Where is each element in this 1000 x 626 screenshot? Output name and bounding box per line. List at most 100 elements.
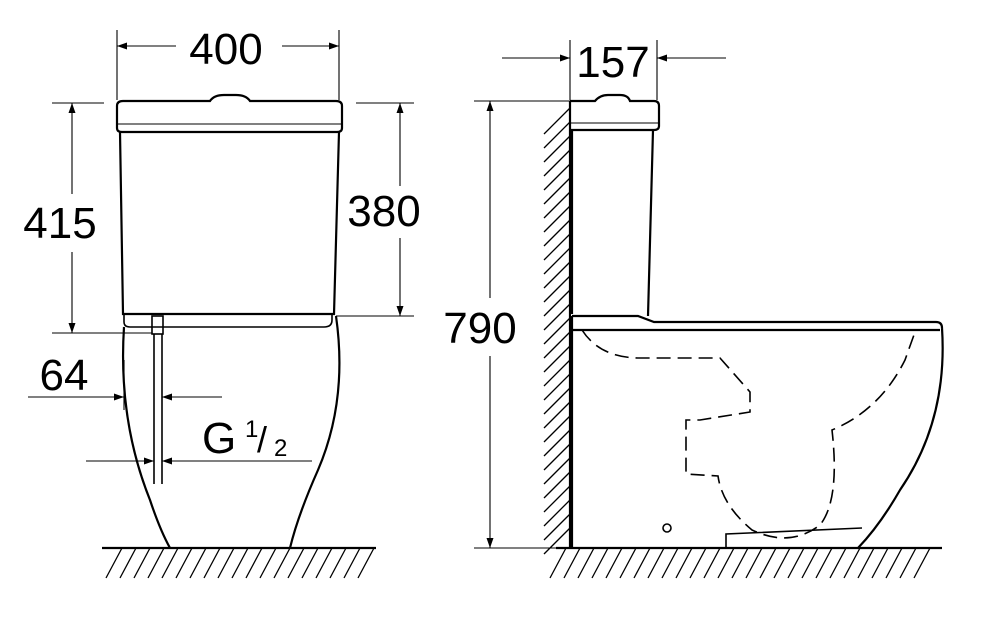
hatch-line: [661, 547, 679, 579]
side-foot: [725, 527, 863, 548]
dim-height-790: 790: [443, 100, 570, 549]
hatch-line: [189, 547, 207, 579]
hatch-line: [577, 547, 595, 579]
hatch-line: [543, 149, 571, 177]
side-seat: [570, 314, 944, 332]
hatch-line: [357, 547, 375, 579]
hatch-line: [689, 547, 707, 579]
hatch-line: [675, 547, 693, 579]
hatch-line: [543, 485, 571, 513]
thread-fraction-slash: /: [257, 419, 267, 460]
hatch-line: [231, 547, 249, 579]
dim-inlet-offset-text: 64: [40, 351, 89, 400]
hatch-line: [543, 331, 571, 359]
side-trap-dashed: [581, 329, 916, 539]
side-view: 157 790: [443, 38, 944, 579]
hatch-line: [543, 317, 571, 345]
hatch-line: [605, 547, 623, 579]
hatch-line: [543, 261, 571, 289]
hatch-line: [147, 547, 165, 579]
front-inlet-pipe: [151, 315, 164, 484]
hatch-line: [731, 547, 749, 579]
hatch-line: [119, 547, 137, 579]
front-seat: [123, 314, 333, 328]
hatch-line: [543, 443, 571, 471]
side-bowl: [570, 327, 944, 549]
hatch-line: [703, 547, 721, 579]
hatch-line: [543, 121, 571, 149]
side-vent-hole: [662, 523, 672, 533]
hatch-line: [175, 547, 193, 579]
hatch-line: [343, 547, 361, 579]
hatch-line: [543, 457, 571, 485]
hatch-line: [259, 547, 277, 579]
hatch-line: [329, 547, 347, 579]
hatch-line: [543, 163, 571, 191]
hatch-line: [543, 177, 571, 205]
hatch-line: [543, 303, 571, 331]
dim-width-text: 400: [189, 25, 262, 74]
side-floor-hatch: [549, 546, 942, 579]
hatch-line: [543, 219, 571, 247]
hatch-line: [759, 547, 777, 579]
side-cistern-body: [570, 129, 655, 317]
dim-side-height-text: 790: [443, 304, 516, 353]
hatch-line: [543, 373, 571, 401]
front-floor-hatch: [102, 546, 376, 579]
hatch-line: [105, 547, 123, 579]
hatch-line: [543, 345, 571, 373]
hatch-line: [787, 547, 805, 579]
hatch-line: [745, 547, 763, 579]
front-cistern-lid: [115, 93, 344, 134]
hatch-line: [563, 547, 581, 579]
hatch-line: [245, 547, 263, 579]
hatch-line: [857, 547, 875, 579]
hatch-line: [717, 547, 735, 579]
hatch-line: [543, 415, 571, 443]
front-bowl: [121, 315, 341, 549]
front-cistern-body: [118, 131, 341, 316]
hatch-line: [543, 135, 571, 163]
hatch-line: [217, 547, 235, 579]
front-view: 400 415 380 64 G: [23, 25, 421, 579]
hatch-line: [543, 359, 571, 387]
hatch-line: [633, 547, 651, 579]
dim-depth-157: 157: [502, 38, 726, 100]
hatch-line: [287, 547, 305, 579]
dim-thread-g-half: G 1 / 2: [86, 414, 312, 465]
dim-width-400: 400: [116, 25, 340, 100]
hatch-line: [543, 401, 571, 429]
hatch-line: [829, 547, 847, 579]
hatch-line: [133, 547, 151, 579]
hatch-line: [843, 547, 861, 579]
hatch-line: [315, 547, 333, 579]
dim-tank-height-text: 380: [347, 187, 420, 236]
hatch-line: [543, 387, 571, 415]
thread-fraction-numerator: 1: [245, 416, 258, 443]
hatch-line: [773, 547, 791, 579]
hatch-line: [549, 547, 567, 579]
hatch-line: [543, 205, 571, 233]
thread-fraction-denominator: 2: [274, 435, 287, 462]
hatch-line: [591, 547, 609, 579]
hatch-line: [543, 275, 571, 303]
hatch-line: [203, 547, 221, 579]
hatch-line: [543, 513, 571, 541]
dim-total-height-text: 415: [23, 199, 96, 248]
hatch-line: [913, 547, 931, 579]
hatch-line: [543, 107, 571, 135]
hatch-line: [619, 547, 637, 579]
hatch-line: [543, 527, 571, 555]
hatch-line: [543, 289, 571, 317]
hatch-line: [543, 191, 571, 219]
dim-height-415: 415: [23, 102, 152, 334]
dim-inlet-offset-64: 64: [28, 351, 222, 410]
hatch-line: [647, 547, 665, 579]
hatch-line: [301, 547, 319, 579]
hatch-line: [543, 429, 571, 457]
hatch-line: [273, 547, 291, 579]
hatch-line: [871, 547, 889, 579]
hatch-line: [161, 547, 179, 579]
dim-height-380: 380: [336, 102, 421, 317]
